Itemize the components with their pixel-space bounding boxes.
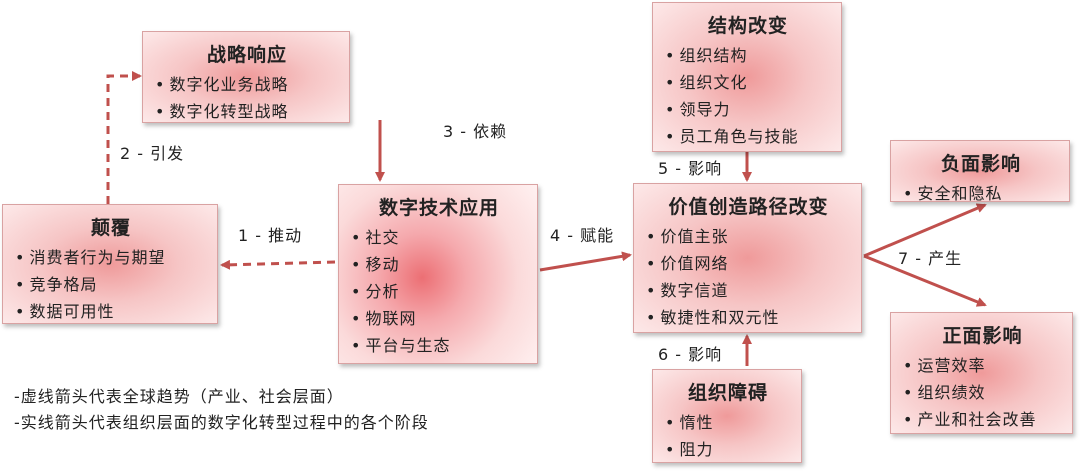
negative-title: 负面影响 (940, 153, 1021, 175)
strategy-item: 数字化转型战略 (155, 98, 339, 125)
arrow-4-enable (539, 251, 632, 272)
disruption-title: 颠覆 (90, 217, 131, 239)
value-title: 价值创造路径改变 (668, 196, 829, 218)
barriers-box: 组织障碍 惰性 阻力 (652, 369, 802, 463)
tech-item: 移动 (351, 251, 527, 278)
disruption-item: 消费者行为与期望 (15, 244, 207, 271)
tech-item: 平台与生态 (351, 332, 527, 359)
edge-label-2: 2 - 引发 (120, 144, 185, 163)
tech-box: 数字技术应用 社交 移动 分析 物联网 平台与生态 (338, 184, 538, 364)
edge-label-1: 1 - 推动 (238, 226, 303, 245)
arrow-7-negative (863, 203, 987, 258)
barriers-item: 阻力 (665, 436, 791, 463)
barriers-item: 惰性 (665, 409, 791, 436)
positive-box: 正面影响 运营效率 组织绩效 产业和社会改善 (890, 312, 1073, 434)
positive-title: 正面影响 (942, 325, 1023, 347)
tech-item: 社交 (351, 224, 527, 251)
arrow-7-positive (863, 254, 987, 307)
arrow-1-drive (220, 259, 336, 270)
strategy-item: 数字化业务战略 (155, 71, 339, 98)
structure-item: 员工角色与技能 (665, 123, 831, 150)
strategy-title: 战略响应 (206, 44, 287, 66)
tech-title: 数字技术应用 (378, 197, 499, 219)
legend-solid: -实线箭头代表组织层面的数字化转型过程中的各个阶段 (14, 413, 429, 432)
positive-item: 运营效率 (903, 352, 1062, 379)
disruption-item: 竞争格局 (15, 271, 207, 298)
structure-item: 领导力 (665, 96, 831, 123)
edge-label-4: 4 - 赋能 (550, 226, 615, 245)
positive-item: 组织绩效 (903, 379, 1062, 406)
legend-dashed: -虚线箭头代表全球趋势（产业、社会层面） (14, 387, 344, 406)
structure-title: 结构改变 (707, 15, 788, 37)
negative-item: 安全和隐私 (903, 180, 1059, 207)
structure-item: 组织文化 (665, 69, 831, 96)
structure-item: 组织结构 (665, 42, 831, 69)
disruption-box: 颠覆 消费者行为与期望 竞争格局 数据可用性 (2, 204, 218, 324)
strategy-box: 战略响应 数字化业务战略 数字化转型战略 (142, 31, 350, 123)
value-box: 价值创造路径改变 价值主张 价值网络 数字信道 敏捷性和双元性 (633, 183, 862, 333)
negative-box: 负面影响 安全和隐私 (890, 140, 1070, 203)
edge-label-3: 3 - 依赖 (443, 122, 508, 141)
value-item: 敏捷性和双元性 (646, 304, 851, 331)
structure-box: 结构改变 组织结构 组织文化 领导力 员工角色与技能 (652, 2, 842, 152)
barriers-title: 组织障碍 (687, 382, 768, 404)
value-item: 价值网络 (646, 250, 851, 277)
disruption-item: 数据可用性 (15, 298, 207, 325)
tech-item: 分析 (351, 278, 527, 305)
value-item: 价值主张 (646, 223, 851, 250)
positive-item: 产业和社会改善 (903, 406, 1062, 433)
legend: -虚线箭头代表全球趋势（产业、社会层面） -实线箭头代表组织层面的数字化转型过程… (14, 384, 429, 436)
edge-label-5: 5 - 影响 (658, 159, 723, 178)
tech-item: 物联网 (351, 305, 527, 332)
edge-label-7: 7 - 产生 (898, 249, 963, 268)
edge-label-6: 6 - 影响 (658, 345, 723, 364)
arrow-2-trigger (106, 71, 142, 204)
value-item: 数字信道 (646, 277, 851, 304)
